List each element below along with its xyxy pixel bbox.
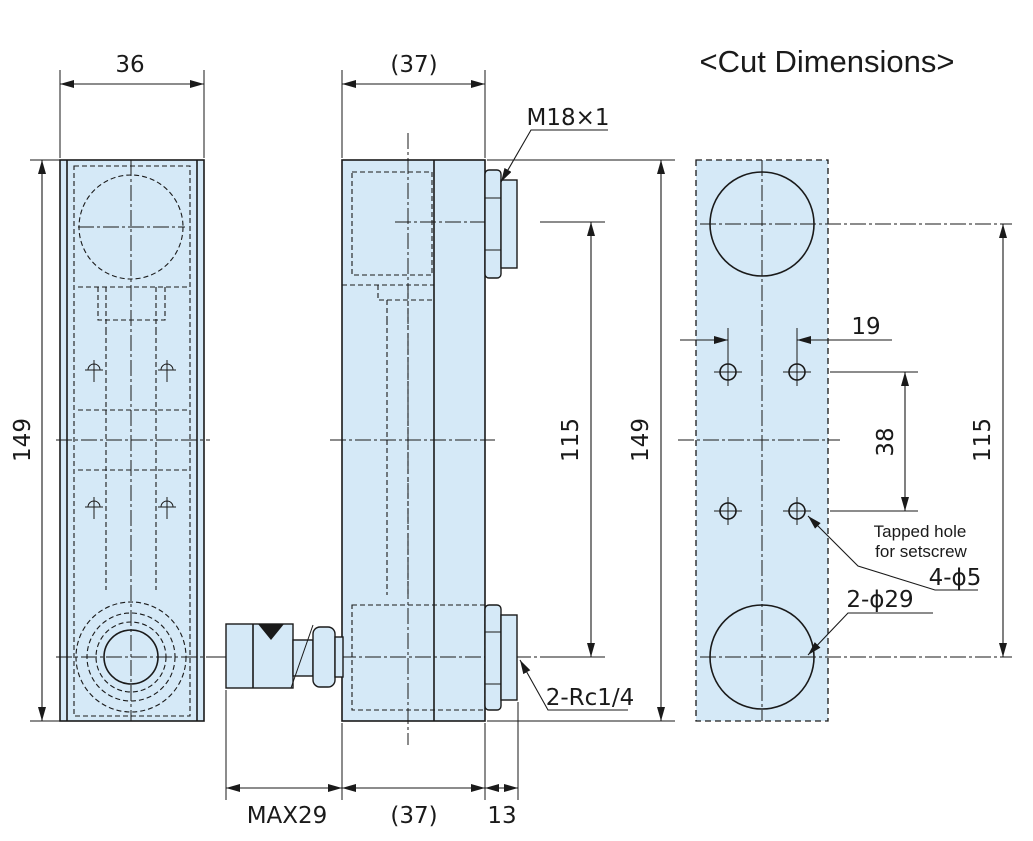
hole-spacing-label: 19	[851, 314, 880, 340]
setscrew-note-line1: Tapped hole	[874, 522, 967, 541]
setscrew-spec-label: 4-ϕ5	[929, 565, 982, 591]
front-width-label: 36	[115, 52, 144, 78]
side-view	[215, 133, 540, 745]
max-label: MAX29	[247, 803, 328, 829]
front-screw-marks	[85, 360, 176, 519]
top-nut	[484, 169, 518, 279]
large-hole-spec-label: 2-ϕ29	[846, 587, 913, 613]
thread-label: M18×1	[526, 105, 609, 131]
vertical-spacing-label: 38	[873, 427, 899, 456]
valve-indicator-mark	[258, 624, 284, 640]
side-pitch-label: 115	[558, 418, 584, 462]
cut-pitch-label: 115	[970, 418, 996, 462]
front-height-label: 149	[10, 418, 36, 462]
nut-width-label: 13	[487, 803, 516, 829]
setscrew-holes	[714, 358, 811, 525]
port-label: 2-Rc1/4	[546, 685, 635, 711]
side-height-label: 149	[628, 418, 654, 462]
setscrew-note-line2: for setscrew	[875, 542, 967, 561]
valve-knob	[225, 623, 344, 689]
cut-view	[678, 159, 1012, 722]
front-view	[56, 159, 235, 722]
bottom-nut	[484, 604, 518, 711]
side-width-bottom-label: (37)	[390, 803, 437, 829]
side-width-top-label: (37)	[390, 52, 437, 78]
cut-dimensions-title: <Cut Dimensions>	[699, 44, 954, 79]
